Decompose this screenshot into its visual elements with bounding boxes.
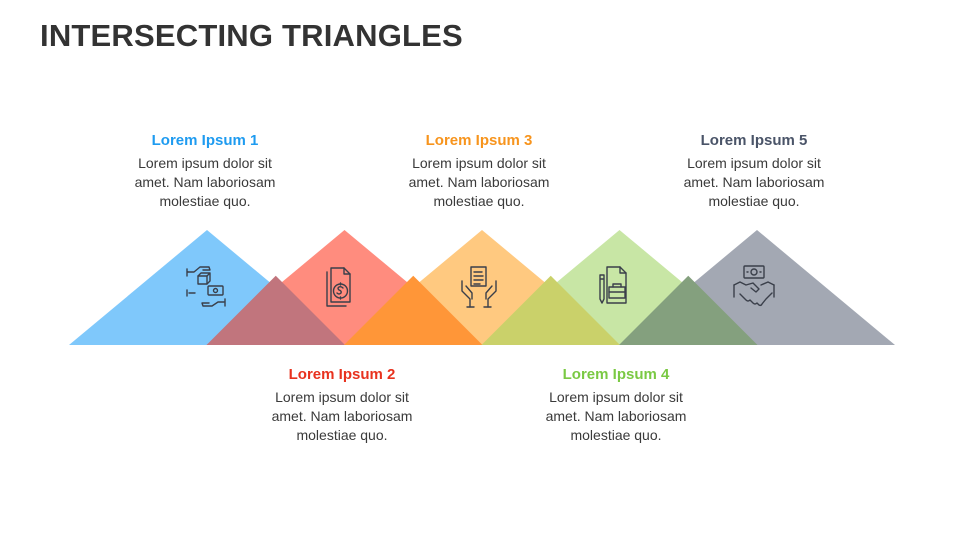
step-4-body-line: Lorem ipsum dolor sit	[549, 389, 683, 405]
triangle-overlap-2	[344, 275, 483, 345]
step-3-body-line: molestiae quo.	[433, 193, 525, 209]
step-1-heading: Lorem Ipsum 1	[151, 132, 259, 149]
step-2-body-line: molestiae quo.	[296, 427, 388, 443]
briefcase-document-pencil-icon	[599, 266, 627, 304]
step-5-body-line: Lorem ipsum dolor sit	[687, 155, 821, 171]
hands-exchange-box-cash-icon	[186, 266, 226, 307]
step-1-text: Lorem Ipsum 1 Lorem ipsum dolor sit amet…	[110, 132, 300, 211]
step-5-body-line: molestiae quo.	[708, 193, 800, 209]
step-4-heading: Lorem Ipsum 4	[562, 366, 670, 383]
step-3-body: Lorem ipsum dolor sit amet. Nam laborios…	[384, 154, 574, 211]
triangle-overlap-3	[481, 275, 620, 345]
step-2-body-line: Lorem ipsum dolor sit	[275, 389, 409, 405]
triangle-overlap-4	[619, 275, 758, 345]
step-2-body: Lorem ipsum dolor sit amet. Nam laborios…	[247, 388, 437, 445]
step-5-body: Lorem ipsum dolor sit amet. Nam laborios…	[659, 154, 849, 211]
step-2-body-line: amet. Nam laboriosam	[271, 408, 413, 424]
step-5-body-line: amet. Nam laboriosam	[683, 174, 825, 190]
step-3-body-line: amet. Nam laboriosam	[408, 174, 550, 190]
step-1-body-line: amet. Nam laboriosam	[134, 174, 276, 190]
step-1-body-line: Lorem ipsum dolor sit	[138, 155, 272, 171]
step-3-heading: Lorem Ipsum 3	[425, 132, 533, 149]
triangle-overlap-1	[206, 275, 345, 345]
step-3-body-line: Lorem ipsum dolor sit	[412, 155, 546, 171]
step-5-text: Lorem Ipsum 5 Lorem ipsum dolor sit amet…	[659, 132, 849, 211]
step-4-body-line: amet. Nam laboriosam	[545, 408, 687, 424]
handshake-cash-icon	[733, 265, 775, 307]
step-2-text: Lorem Ipsum 2 Lorem ipsum dolor sit amet…	[247, 366, 437, 445]
step-1-body: Lorem ipsum dolor sit amet. Nam laborios…	[110, 154, 300, 211]
step-3-text: Lorem Ipsum 3 Lorem ipsum dolor sit amet…	[384, 132, 574, 211]
dollar-documents-icon	[326, 267, 351, 307]
hands-holding-document-icon	[461, 266, 497, 308]
step-4-body: Lorem ipsum dolor sit amet. Nam laborios…	[521, 388, 711, 445]
step-1-body-line: molestiae quo.	[159, 193, 251, 209]
step-4-body-line: molestiae quo.	[570, 427, 662, 443]
step-4-text: Lorem Ipsum 4 Lorem ipsum dolor sit amet…	[521, 366, 711, 445]
slide-title: INTERSECTING TRIANGLES	[40, 18, 463, 53]
step-2-heading: Lorem Ipsum 2	[288, 366, 396, 383]
step-5-heading: Lorem Ipsum 5	[700, 132, 808, 149]
